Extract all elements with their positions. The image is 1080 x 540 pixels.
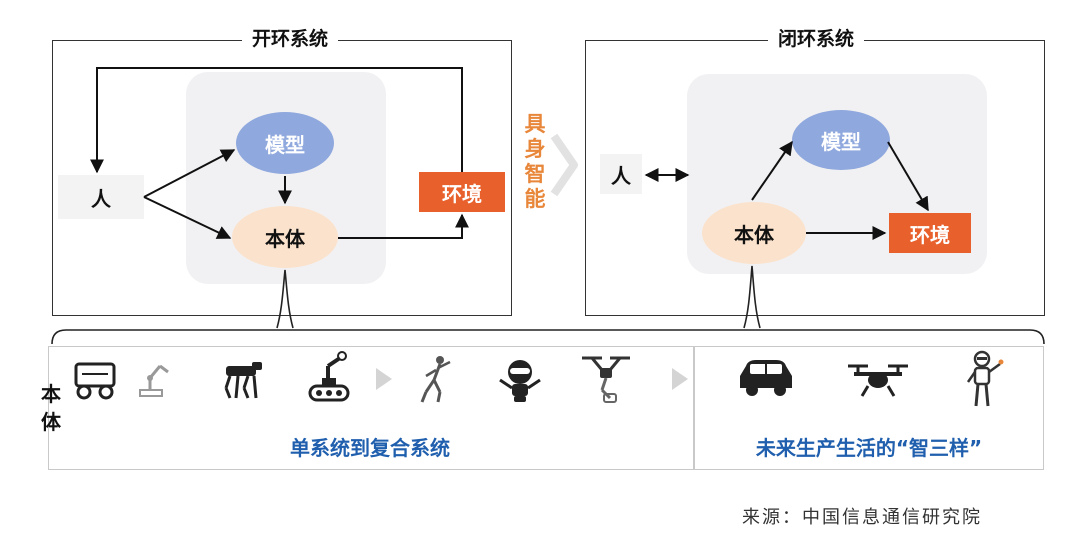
body-side-label: 本 体 (37, 380, 65, 436)
open-loop-person-node: 人 (58, 175, 144, 219)
model-to-environment-arrow (887, 141, 929, 212)
quadruped-robot-icon (224, 362, 262, 399)
progress-arrow-icon (672, 368, 688, 390)
open-loop-body-label: 本体 (265, 226, 305, 251)
open-loop-environment-node: 环境 (419, 172, 505, 212)
source-note: 来源：中国信息通信研究院 (742, 507, 982, 528)
wheeled-robot-icon (74, 362, 116, 400)
open-loop-person-label: 人 (91, 186, 111, 211)
body-to-environment-arrow (338, 213, 469, 239)
progress-arrow-icon (376, 368, 392, 390)
open-loop-feedback-arrow (90, 67, 463, 174)
open-loop-model-node: 模型 (236, 112, 334, 174)
embodied-ai-char: 能 (524, 187, 546, 211)
car-icon (740, 360, 792, 396)
open-loop-body-node: 本体 (232, 206, 338, 268)
closed-loop-model-label: 模型 (821, 129, 861, 154)
closed-loop-environment-node: 环境 (889, 213, 971, 253)
open-loop-arrows (90, 67, 469, 239)
closed-loop-person-label: 人 (611, 163, 631, 188)
transition-chevron-icon (550, 133, 578, 197)
left-robots-section (48, 346, 694, 470)
closed-loop-person-node: 人 (600, 154, 642, 194)
closed-loop-environment-label: 环境 (910, 222, 950, 247)
bottom-bracket (51, 265, 1045, 345)
robot-arm-icon (139, 364, 169, 397)
drone-with-arm-icon (582, 356, 630, 403)
person-to-model-arrow (143, 149, 236, 198)
body-side-char: 本 (41, 382, 61, 406)
body-to-model-arrow (751, 140, 793, 201)
closed-loop-title: 闭环系统 (768, 27, 865, 51)
right-section-caption: 未来生产生活的“智三样” (755, 436, 983, 460)
closed-loop-body-label: 本体 (734, 222, 774, 247)
tracked-robot-icon (308, 351, 350, 402)
embodied-ai-char: 具 (524, 112, 546, 136)
closed-loop-arrows (644, 140, 929, 240)
humanoid-robot-icon (420, 356, 451, 403)
open-loop-title: 开环系统 (242, 27, 339, 51)
body-side-char: 体 (41, 410, 61, 434)
closed-loop-body-node: 本体 (702, 202, 806, 264)
drone-icon (848, 364, 908, 397)
humanoid-icon (966, 350, 1004, 407)
open-loop-model-label: 模型 (265, 132, 305, 157)
person-to-body-arrow (143, 196, 232, 239)
closed-loop-model-node: 模型 (792, 110, 890, 170)
open-loop-environment-label: 环境 (442, 181, 482, 206)
embodied-ai-label: 具 身 智 能 (522, 112, 548, 212)
embodied-ai-char: 智 (524, 162, 546, 186)
round-robot-icon (499, 360, 541, 402)
embodied-ai-char: 身 (524, 137, 546, 161)
left-section-caption: 单系统到复合系统 (290, 436, 450, 460)
